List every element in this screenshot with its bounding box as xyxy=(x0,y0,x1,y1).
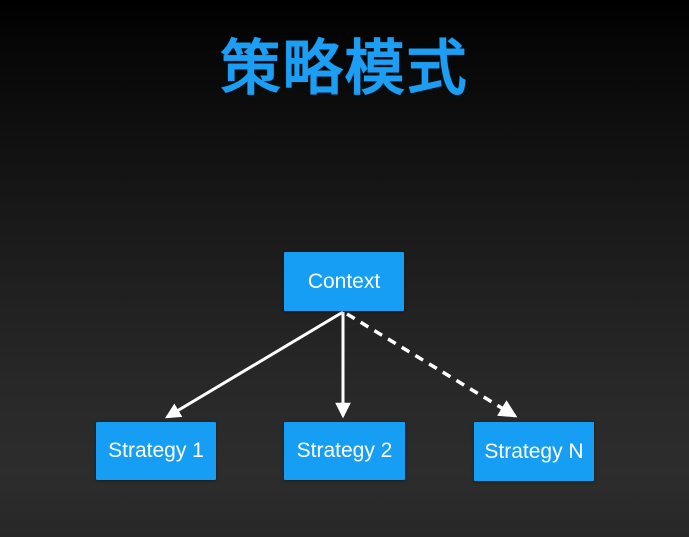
diagram-node-context: Context xyxy=(284,252,404,311)
diagram-node-strategy-n: Strategy N xyxy=(474,422,594,481)
diagram-node-strategy-1: Strategy 1 xyxy=(96,422,216,480)
slide-title: 策略模式 xyxy=(220,35,469,102)
context-to-strategy-1-arrow xyxy=(164,310,344,419)
context-to-strategy-n-dashed-arrow xyxy=(346,312,518,418)
diagram-node-strategy-2: Strategy 2 xyxy=(284,422,405,480)
